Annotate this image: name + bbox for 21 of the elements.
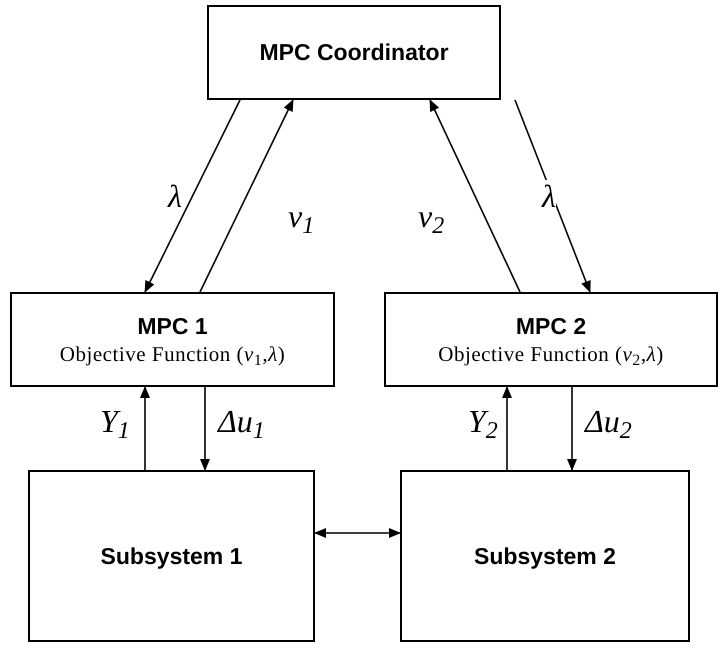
arrow [144, 100, 241, 293]
box-title: MPC Coordinator [259, 38, 449, 67]
arrow [140, 386, 150, 470]
arrow [514, 100, 591, 293]
arrow [200, 387, 210, 471]
process-box [28, 470, 315, 642]
arrow [502, 386, 512, 470]
arrow [199, 99, 294, 292]
box-text: Objective Function (v$_{1}$,λ) [60, 340, 286, 367]
box-title: Subsystem 2 [474, 542, 616, 570]
box-title: MPC 2 [516, 312, 586, 341]
box-title: MPC 1 [137, 312, 208, 341]
box-title: Subsystem 1 [100, 542, 242, 570]
process-box [400, 470, 690, 642]
process-box [384, 292, 718, 387]
arrow [567, 387, 577, 471]
arrow [429, 99, 521, 292]
process-box [10, 292, 335, 387]
process-box [207, 5, 501, 100]
box-text: Objective Function (v$_{2}$,λ) [438, 340, 664, 367]
arrow [314, 528, 401, 538]
